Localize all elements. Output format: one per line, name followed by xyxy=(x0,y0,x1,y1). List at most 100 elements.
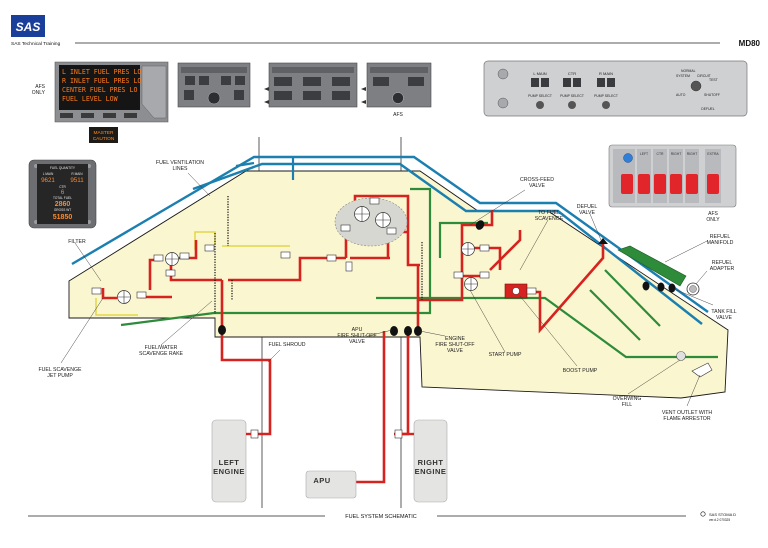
defuel-valve-icon xyxy=(598,238,608,244)
pump-header-ctr: CTR xyxy=(568,71,576,76)
annunciator-line-2: R INLET FUEL PRES LO xyxy=(62,77,141,85)
label-vent-outlet-2: FLAME ARRESTOR xyxy=(663,416,710,422)
refuel-header-4: RIGHT xyxy=(687,152,698,156)
pump-select-knob-icon[interactable] xyxy=(602,101,610,109)
fq-right-label: R MAIN xyxy=(71,172,83,176)
crossfeed-knob-icon[interactable] xyxy=(207,91,221,105)
refuel-switch-3[interactable] xyxy=(654,174,666,194)
master-caution-light[interactable]: MASTER CAUTION xyxy=(89,127,118,143)
refuel-header-2: CTR xyxy=(657,152,665,156)
refuel-manifold-icon xyxy=(617,245,700,296)
right-engine-label-1: RIGHT xyxy=(418,458,444,467)
left-engine-label-2: ENGINE xyxy=(213,467,245,476)
check-valve-icon xyxy=(91,197,537,299)
pump-switch-c2[interactable] xyxy=(573,78,581,87)
label-apu-fire-shutoff-2: FIRE SHUT-OFF xyxy=(337,333,376,339)
label-overwing-fill-1: OVERWING xyxy=(613,396,642,402)
pump-switch-l2[interactable] xyxy=(541,78,549,87)
label-fuel-shroud: FUEL SHROUD xyxy=(269,342,306,348)
label-engine-fire-shutoff-2: FIRE SHUT-OFF xyxy=(435,342,474,348)
label-engine-fire-shutoff-1: ENGINE xyxy=(445,336,465,342)
pump-select-label-l: PUMP SELECT xyxy=(528,94,552,98)
fq-right-value: 9511 xyxy=(70,177,84,184)
refuel-word-shutoff: SHUTOFF xyxy=(704,93,720,97)
fq-gross-value: 51850 xyxy=(53,214,73,221)
fuel-filter-icon xyxy=(394,429,403,439)
label-refuel-manifold-2: MANIFOLD xyxy=(707,240,734,246)
fq-total-value: 2860 xyxy=(55,201,71,208)
label-cross-feed-valve-2: VALVE xyxy=(529,183,545,189)
label-overwing-fill-2: FILL xyxy=(622,402,632,408)
copyright-icon xyxy=(700,511,706,517)
pump-switch-l1[interactable] xyxy=(531,78,539,87)
refuel-afs-only-1: AFS xyxy=(708,211,718,217)
label-apu-fire-shutoff-3: VALVE xyxy=(349,339,365,345)
pump-switch-r1[interactable] xyxy=(597,78,605,87)
refuel-word-defuel: DEFUEL xyxy=(701,107,714,111)
refuel-switch-4[interactable] xyxy=(670,174,682,194)
refuel-mode-knob-icon[interactable] xyxy=(690,80,702,92)
fq-total-label: TOTAL FUEL xyxy=(53,196,72,200)
fq-gross-label: GROSS WT xyxy=(54,208,71,212)
left-engine-label-1: LEFT xyxy=(219,458,240,467)
pump-switch-c1[interactable] xyxy=(563,78,571,87)
label-cross-feed-valve-1: CROSS-FEED xyxy=(520,177,554,183)
refuel-header-1: LEFT xyxy=(640,152,648,156)
footer-ref-1: SAS STOMA D xyxy=(709,512,736,517)
boost-pump-rotor-icon xyxy=(512,287,520,295)
refuel-word-circuit: CIRCUIT xyxy=(697,74,711,78)
pump-select-label-r: PUMP SELECT xyxy=(594,94,618,98)
model-title: MD80 xyxy=(739,39,761,48)
apu-label: APU xyxy=(313,476,330,485)
pump-header-right: R MAIN xyxy=(599,71,613,76)
pump-select-knob-icon[interactable] xyxy=(536,101,544,109)
right-engine-box xyxy=(413,419,448,503)
refuel-switch-1[interactable] xyxy=(621,174,633,194)
refuel-switch-6[interactable] xyxy=(707,174,719,194)
apu-fire-shutoff-valve-icon xyxy=(390,326,398,336)
annunciator-line-1: L INLET FUEL PRES LO xyxy=(62,68,141,76)
annunciator-afs-note-2: ONLY xyxy=(32,90,46,96)
panel-screw-icon xyxy=(497,97,509,109)
fq-ctr-value: 6 xyxy=(61,190,65,196)
fq-left-label: L MAIN xyxy=(43,172,54,176)
pump-select-label-c: PUMP SELECT xyxy=(560,94,584,98)
brand-line: SAS Technical Training xyxy=(11,41,61,47)
fq-left-value: 9621 xyxy=(41,177,55,184)
label-apu-fire-shutoff-1: APU xyxy=(352,327,363,333)
refuel-word-system: SYSTEM xyxy=(676,74,690,78)
fuel-pump-panel-1 xyxy=(177,62,251,108)
label-start-pump: START PUMP xyxy=(489,352,522,358)
scavenge-lines xyxy=(120,187,718,359)
label-fuel-ventilation-lines-1: FUEL VENTILATION xyxy=(156,160,204,166)
overwing-fill-cap-icon xyxy=(676,351,686,361)
fuel-control-panel: L MAIN CTR R MAIN PUMP SELECT PUMP SELEC… xyxy=(483,60,748,117)
refuel-header-5: EXTRA xyxy=(707,152,719,156)
annunciator-line-4: FUEL LEVEL LOW xyxy=(62,95,118,103)
cross-feed-area xyxy=(334,197,408,247)
footer-title: FUEL SYSTEM SCHEMATIC xyxy=(345,514,417,520)
pump-select-knob-icon[interactable] xyxy=(568,101,576,109)
pump-cross-marks-icon xyxy=(117,206,478,304)
label-vent-outlet-1: VENT OUTLET WITH xyxy=(662,410,712,416)
annunciator-panel: L INLET FUEL PRES LO R INLET FUEL PRES L… xyxy=(54,61,169,123)
fuel-select-knob-icon[interactable] xyxy=(392,92,404,104)
fuel-quantity-indicator: FUEL QUANTITY L MAIN R MAIN 9621 9511 CT… xyxy=(28,159,97,229)
sas-logo: SAS xyxy=(11,15,45,37)
label-fuel-scavenge-jet-pump-1: FUEL SCAVENGE xyxy=(39,367,82,373)
label-defuel-valve-2: VALVE xyxy=(579,210,595,216)
label-engine-fire-shutoff-3: VALVE xyxy=(447,348,463,354)
refuel-switch-2[interactable] xyxy=(638,174,650,194)
fq-title: FUEL QUANTITY xyxy=(50,166,76,170)
label-to-fuel-scavenge-1: TO FUEL xyxy=(538,210,560,216)
pump-switch-r2[interactable] xyxy=(607,78,615,87)
label-fuel-scavenge-jet-pump-2: JET PUMP xyxy=(47,373,73,379)
right-engine-label-2: ENGINE xyxy=(415,467,447,476)
label-defuel-valve-1: DEFUEL xyxy=(577,204,598,210)
master-caution-line-2: CAUTION xyxy=(93,136,115,142)
refuel-power-light-icon xyxy=(623,153,633,163)
fq-ctr-label: CTR xyxy=(59,185,66,189)
fuel-ventilation-lines xyxy=(71,155,709,325)
refuel-switch-5[interactable] xyxy=(686,174,698,194)
